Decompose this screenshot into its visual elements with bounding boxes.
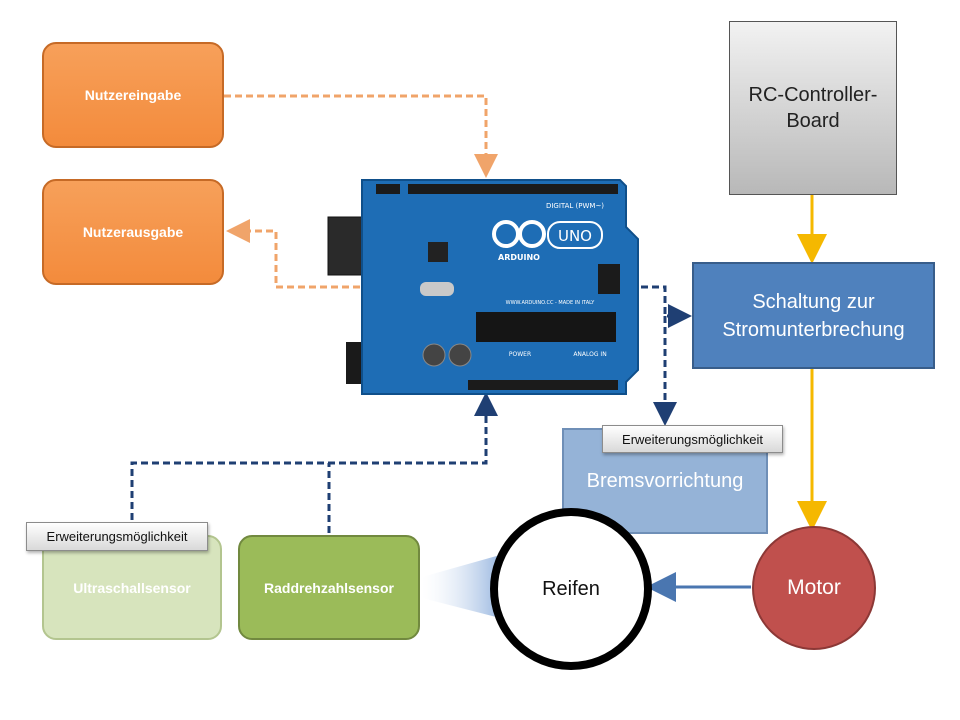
microcontroller-chip — [476, 312, 616, 342]
motor-label: Motor — [787, 576, 841, 599]
raddrehzahlsensor-box: Raddrehzahlsensor — [238, 535, 420, 640]
bottom-header — [468, 380, 618, 390]
uno-badge — [547, 221, 603, 249]
nutzerausgabe-box: Nutzerausgabe — [42, 179, 224, 285]
schaltung-box: Schaltung zur Stromunterbrechung — [692, 262, 935, 369]
digital-header — [408, 184, 618, 194]
nutzerausgabe-label: Nutzerausgabe — [82, 224, 184, 240]
pcb — [361, 179, 639, 395]
reifen-label: Reifen — [542, 577, 600, 600]
ultraschall-extension-tag-label: Erweiterungsmöglichkeit — [46, 529, 188, 544]
capacitor-1 — [422, 343, 446, 367]
rc-controller-label-line2: Board — [786, 110, 840, 132]
arrow-board-to-schaltung — [630, 285, 692, 328]
motor-circle: Motor — [752, 526, 876, 650]
arrow-board-to-nutzerausgabe — [226, 219, 360, 289]
digital-label: DIGITAL (PWM~) — [546, 202, 604, 210]
arrow-sensors-to-board — [130, 392, 498, 520]
arduino-board-image: UNO ARDUINO DIGITAL (PWM~) WWW.ARDUINO.C… — [327, 179, 639, 395]
uno-text: UNO — [558, 227, 592, 245]
url-label: WWW.ARDUINO.CC - MADE IN ITALY — [506, 300, 596, 306]
ultraschallsensor-label: Ultraschallsensor — [73, 579, 191, 596]
schaltung-label-line2: Stromunterbrechung — [722, 318, 905, 341]
icsp-header — [598, 264, 620, 294]
arrow-nutzereingabe-to-board — [224, 94, 498, 178]
sensor-beam — [422, 555, 500, 618]
ultraschallsensor-box: Ultraschallsensor — [42, 535, 222, 640]
raddrehzahlsensor-label: Raddrehzahlsensor — [264, 579, 394, 596]
bremse-extension-tag: Erweiterungsmöglichkeit — [602, 425, 783, 453]
nutzereingabe-box: Nutzereingabe — [42, 42, 224, 148]
analog-label: ANALOG IN — [573, 351, 606, 358]
crystal — [420, 282, 454, 296]
rc-controller-box: RC-Controller- Board — [729, 21, 897, 195]
bremsvorrichtung-label: Bremsvorrichtung — [586, 469, 744, 492]
schaltung-label-line1: Schaltung zur — [752, 290, 875, 313]
rc-controller-label-line1: RC-Controller- — [748, 84, 878, 106]
reifen-circle: Reifen — [490, 508, 652, 670]
nutzereingabe-label: Nutzereingabe — [84, 87, 182, 103]
power-label: POWER — [509, 351, 531, 358]
logo-loop-right — [518, 220, 546, 248]
capacitor-2 — [448, 343, 472, 367]
arduino-text: ARDUINO — [498, 253, 540, 262]
reset-button — [376, 184, 400, 194]
usb-chip — [428, 242, 448, 262]
bremse-extension-tag-label: Erweiterungsmöglichkeit — [622, 431, 763, 447]
ultraschall-extension-tag: Erweiterungsmöglichkeit — [26, 522, 208, 551]
